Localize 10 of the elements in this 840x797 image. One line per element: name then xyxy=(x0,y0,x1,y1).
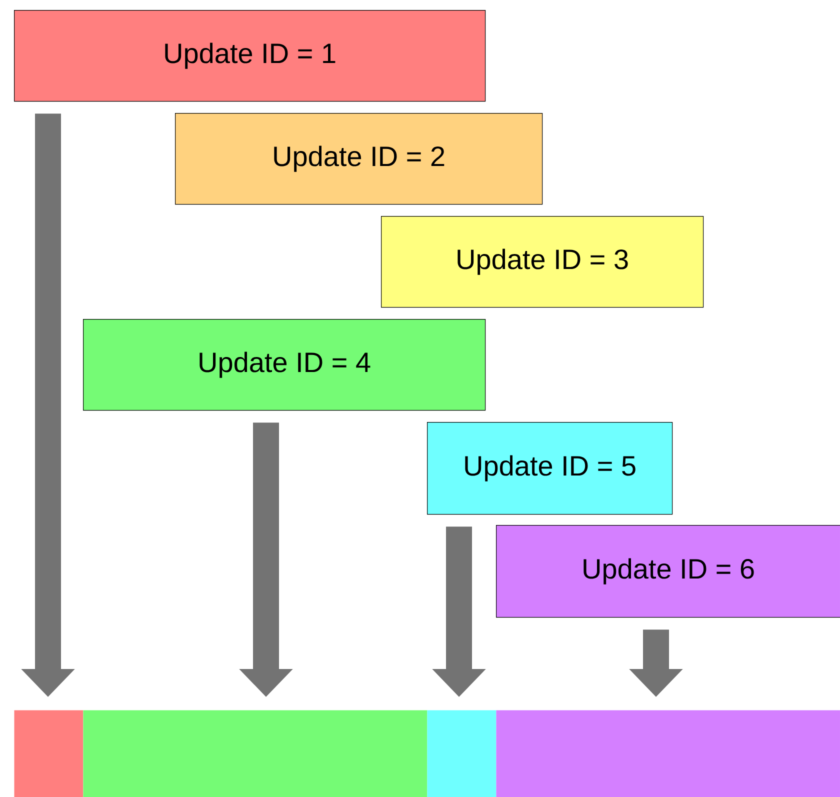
update-box: Update ID = 2 xyxy=(175,113,543,205)
bar-segment xyxy=(14,710,84,797)
update-box: Update ID = 3 xyxy=(381,216,704,308)
update-box: Update ID = 6 xyxy=(496,525,840,618)
bar-segment xyxy=(427,710,496,797)
bar-segment xyxy=(83,710,428,797)
update-box: Update ID = 1 xyxy=(14,10,486,102)
bar-segment xyxy=(496,710,840,797)
update-box: Update ID = 5 xyxy=(427,422,673,515)
update-box: Update ID = 4 xyxy=(83,319,486,411)
